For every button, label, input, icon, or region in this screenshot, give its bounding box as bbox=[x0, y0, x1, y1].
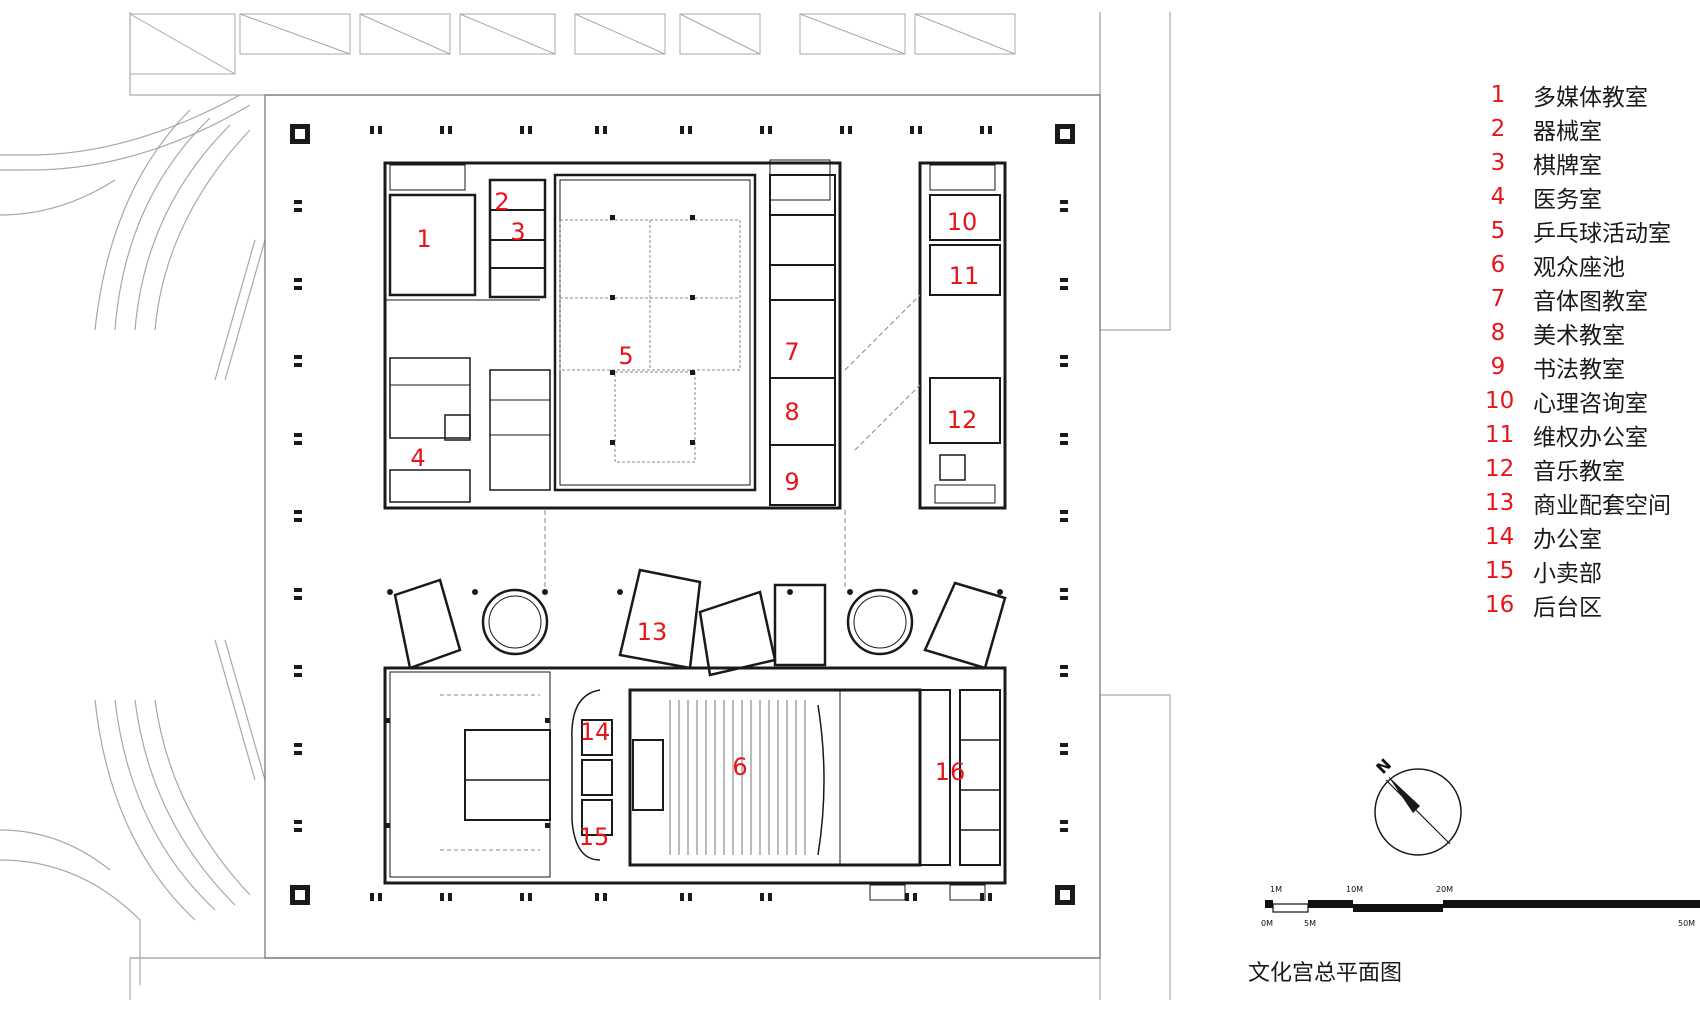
legend-number: 11 bbox=[1485, 422, 1515, 448]
plan-label-10: 10 bbox=[947, 208, 978, 236]
main-block-columns bbox=[610, 215, 695, 445]
auditorium-seating bbox=[669, 700, 806, 855]
plan-label-11: 11 bbox=[949, 262, 980, 290]
legend-item: 9 书法教室 bbox=[1485, 350, 1625, 384]
legend-label: 美术教室 bbox=[1533, 323, 1625, 349]
legend-item: 14 办公室 bbox=[1485, 520, 1602, 554]
plan-label-3: 3 bbox=[510, 218, 525, 246]
plan-label-1: 1 bbox=[416, 225, 431, 253]
plan-label-16: 16 bbox=[935, 758, 966, 786]
plan-label-9: 9 bbox=[784, 468, 799, 496]
legend-item: 4 医务室 bbox=[1485, 180, 1602, 214]
plan-label-4: 4 bbox=[410, 444, 425, 472]
plan-label-13: 13 bbox=[637, 618, 668, 646]
legend-label: 观众座池 bbox=[1533, 255, 1625, 281]
legend-number: 7 bbox=[1490, 286, 1506, 312]
legend-number: 1 bbox=[1490, 82, 1506, 108]
north-arrow: N bbox=[1372, 755, 1462, 856]
plan-label-15: 15 bbox=[579, 823, 610, 851]
legend-number: 14 bbox=[1485, 524, 1515, 550]
legend-number: 2 bbox=[1490, 116, 1506, 142]
legend-label: 棋牌室 bbox=[1533, 153, 1602, 179]
legend-label: 音乐教室 bbox=[1533, 459, 1625, 485]
legend-label: 乒乓球活动室 bbox=[1533, 221, 1671, 247]
plan-label-7: 7 bbox=[784, 338, 799, 366]
legend-label: 音体图教室 bbox=[1533, 289, 1648, 315]
legend-label: 器械室 bbox=[1533, 119, 1602, 145]
legend-number: 16 bbox=[1485, 592, 1515, 618]
perimeter-columns bbox=[290, 124, 1075, 905]
legend-item: 6 观众座池 bbox=[1485, 248, 1625, 282]
south-columns bbox=[385, 718, 550, 828]
legend-item: 16 后台区 bbox=[1485, 588, 1602, 622]
middle-pavilions bbox=[393, 568, 1007, 677]
legend-item: 5 乒乓球活动室 bbox=[1485, 214, 1671, 248]
legend-item: 3 棋牌室 bbox=[1485, 146, 1602, 180]
legend-item: 11 维权办公室 bbox=[1485, 418, 1648, 452]
legend-item: 13 商业配套空间 bbox=[1485, 486, 1671, 520]
legend-label: 心理咨询室 bbox=[1533, 391, 1648, 417]
room-number-labels: 1 2 3 4 5 6 7 8 9 10 11 12 13 14 15 16 bbox=[410, 188, 979, 851]
scale-label-20m: 20M bbox=[1436, 885, 1453, 894]
scale-label-50m: 50M bbox=[1678, 919, 1695, 928]
legend-label: 多媒体教室 bbox=[1533, 85, 1648, 111]
legend-number: 9 bbox=[1490, 354, 1506, 380]
plan-label-14: 14 bbox=[580, 718, 611, 746]
legend-number: 3 bbox=[1490, 150, 1506, 176]
legend-item: 1 多媒体教室 bbox=[1485, 78, 1648, 112]
scale-label-10m: 10M bbox=[1346, 885, 1363, 894]
scale-bar: 1M 10M 20M 0M 5M 50M bbox=[1261, 885, 1700, 928]
legend-label: 书法教室 bbox=[1533, 357, 1625, 383]
legend-number: 10 bbox=[1485, 388, 1515, 414]
scale-label-5m: 5M bbox=[1304, 919, 1316, 928]
plan-label-6: 6 bbox=[732, 753, 747, 781]
legend-label: 商业配套空间 bbox=[1533, 493, 1671, 519]
east-block bbox=[918, 161, 1007, 510]
site-context bbox=[0, 12, 1171, 1000]
legend-number: 15 bbox=[1485, 558, 1515, 584]
legend-label: 办公室 bbox=[1533, 527, 1602, 553]
legend-label: 小卖部 bbox=[1533, 561, 1602, 587]
legend-number: 8 bbox=[1490, 320, 1506, 346]
bridge-links bbox=[544, 294, 921, 590]
legend-label: 后台区 bbox=[1533, 595, 1602, 621]
plan-label-2: 2 bbox=[494, 188, 509, 216]
legend-number: 12 bbox=[1485, 456, 1515, 482]
legend-item: 2 器械室 bbox=[1485, 112, 1602, 146]
drawing-title: 文化宫总平面图 bbox=[1248, 961, 1403, 986]
plan-label-8: 8 bbox=[784, 398, 799, 426]
legend-label: 维权办公室 bbox=[1533, 425, 1648, 451]
plaza-boundary bbox=[264, 94, 1101, 959]
south-block bbox=[383, 666, 1007, 901]
legend-number: 4 bbox=[1490, 184, 1506, 210]
scale-label-0m: 0M bbox=[1261, 919, 1273, 928]
north-label: N bbox=[1372, 755, 1395, 778]
legend-number: 5 bbox=[1490, 218, 1506, 244]
plan-label-5: 5 bbox=[618, 342, 633, 370]
scale-label-1m: 1M bbox=[1270, 885, 1282, 894]
legend-item: 7 音体图教室 bbox=[1485, 282, 1648, 316]
legend-item: 15 小卖部 bbox=[1485, 554, 1602, 588]
legend-label: 医务室 bbox=[1533, 187, 1602, 213]
legend-item: 8 美术教室 bbox=[1485, 316, 1625, 350]
main-block bbox=[383, 159, 842, 510]
legend-item: 12 音乐教室 bbox=[1485, 452, 1625, 486]
legend-number: 13 bbox=[1485, 490, 1515, 516]
top-parking bbox=[129, 13, 1016, 75]
legend-number: 6 bbox=[1490, 252, 1506, 278]
plan-label-12: 12 bbox=[947, 406, 978, 434]
middle-columns bbox=[387, 589, 1003, 595]
legend-item: 10 心理咨询室 bbox=[1485, 384, 1648, 418]
